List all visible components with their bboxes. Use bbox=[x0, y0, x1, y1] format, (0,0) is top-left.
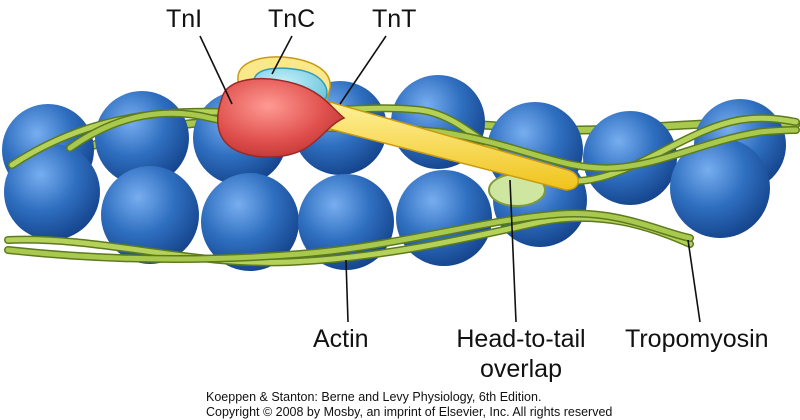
credit-line-2: Copyright © 2008 by Mosby, an imprint of… bbox=[206, 405, 613, 419]
actin-monomer bbox=[396, 170, 492, 266]
tni-leader bbox=[199, 35, 233, 105]
tnt-label: TnT bbox=[372, 5, 417, 33]
tnc-label: TnC bbox=[268, 5, 316, 33]
actin-monomer bbox=[201, 173, 299, 271]
actin-monomer bbox=[670, 138, 770, 238]
overlap-leader bbox=[509, 179, 517, 323]
actin-monomer bbox=[101, 166, 199, 264]
overlap-label-line1: Head-to-tail bbox=[456, 325, 586, 353]
tnt-tail bbox=[325, 101, 579, 191]
actin-monomer bbox=[583, 111, 677, 205]
credit-line-1: Koeppen & Stanton: Berne and Levy Physio… bbox=[206, 390, 542, 404]
tropomyosin-leader bbox=[687, 239, 701, 323]
actin-monomer bbox=[4, 144, 100, 240]
actin-label: Actin bbox=[313, 325, 369, 353]
tnc-leader bbox=[271, 35, 293, 75]
overlap-label: Head-to-tail overlap bbox=[446, 326, 596, 382]
tni-subunit bbox=[217, 78, 346, 158]
overlap-label-line2: overlap bbox=[480, 355, 562, 383]
actin-leader bbox=[345, 259, 349, 323]
tropomyosin-lower-strands bbox=[4, 209, 694, 267]
leader-lines bbox=[199, 35, 701, 323]
tropomyosin-label: Tropomyosin bbox=[625, 325, 769, 353]
troponin-complex bbox=[217, 56, 579, 191]
tropomyosin-upper-strands bbox=[8, 104, 800, 186]
tnt-leader bbox=[339, 35, 387, 105]
tni-label: TnI bbox=[166, 5, 203, 33]
